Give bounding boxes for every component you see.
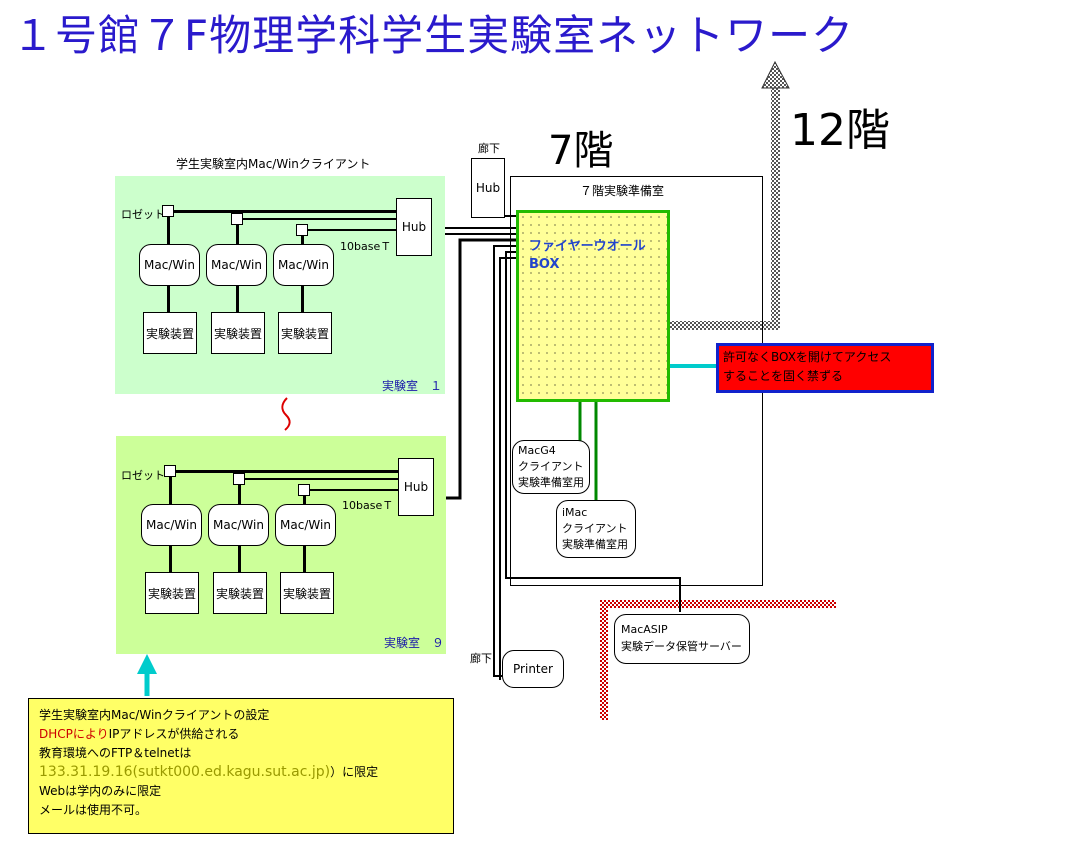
- settings-note: 学生実験室内Mac/Winクライアントの設定 DHCPによりIPアドレスが供給さ…: [28, 698, 454, 834]
- outlet-label: ロゼット: [121, 469, 165, 482]
- device-cable: [236, 284, 239, 314]
- client-mac-win[interactable]: Mac/Win: [206, 244, 267, 286]
- corridor-label-bottom: 廊下: [470, 652, 492, 665]
- drop-cable: [169, 476, 172, 506]
- client-imac[interactable]: iMac クライアント 実験準備室用: [556, 500, 636, 558]
- continuation-squiggle: [281, 397, 291, 431]
- outlet-label: ロゼット: [121, 208, 165, 221]
- device-cable: [303, 544, 306, 574]
- floor-12-label: 12階: [790, 105, 890, 156]
- client-purpose: 実験準備室用: [562, 538, 628, 551]
- uplink-arrowhead: [761, 60, 790, 89]
- red-wall-vertical: [600, 600, 608, 720]
- firewall-label: ファイヤーウオール: [529, 239, 646, 254]
- client-cable: [303, 489, 399, 491]
- warning-line-1: 許可なくBOXを開けてアクセス: [723, 350, 892, 364]
- cable-type-label: 10baseＴ: [340, 240, 392, 253]
- note-line-6: メールは使用不可。: [39, 803, 148, 817]
- client-mac-win[interactable]: Mac/Win: [141, 504, 202, 546]
- page-title: １号館７F物理学科学生実験室ネットワーク: [12, 11, 855, 60]
- backbone-cable: [169, 470, 399, 473]
- room-name: 実験室 １: [382, 379, 443, 393]
- device-cable: [301, 284, 304, 314]
- drop-cable: [238, 485, 241, 506]
- device-cable: [169, 544, 172, 574]
- client-type: クライアント: [562, 522, 628, 535]
- note-line-1: 学生実験室内Mac/Winクライアントの設定: [39, 708, 270, 722]
- uplink-vertical: [771, 86, 780, 330]
- note-arrowhead: [137, 654, 157, 674]
- client-name: iMac: [562, 506, 588, 519]
- backbone-cable: [167, 210, 397, 213]
- note-line-4: 133.31.19.16(sutkt000.ed.kagu.sut.ac.jp)…: [39, 763, 443, 782]
- note-dhcp: DHCPにより: [39, 727, 109, 741]
- outlet-port: [231, 213, 243, 225]
- outlet-port: [233, 473, 245, 485]
- firewall-box[interactable]: ファイヤーウオール BOX: [516, 210, 670, 402]
- experiment-device[interactable]: 実験装置: [280, 572, 334, 614]
- printer[interactable]: Printer: [502, 650, 564, 688]
- client-type: クライアント: [518, 460, 584, 473]
- uplink-horizontal: [670, 321, 780, 330]
- experiment-device[interactable]: 実験装置: [278, 312, 332, 354]
- floor-7-label: 7階: [548, 128, 614, 174]
- room-name: 実験室 ９: [384, 636, 445, 650]
- client-mac-win[interactable]: Mac/Win: [208, 504, 269, 546]
- client-mac-win[interactable]: Mac/Win: [139, 244, 200, 286]
- experiment-device[interactable]: 実験装置: [143, 312, 197, 354]
- client-macg4[interactable]: MacG4 クライアント 実験準備室用: [512, 440, 590, 494]
- drop-cable: [303, 496, 306, 506]
- warning-notice: 許可なくBOXを開けてアクセス することを固く禁ずる: [716, 343, 934, 393]
- corridor-label: 廊下: [478, 142, 500, 155]
- server-name: MacASIP: [621, 623, 668, 636]
- drop-cable: [301, 236, 304, 246]
- note-limit: ）に限定: [330, 765, 379, 779]
- client-mac-win[interactable]: Mac/Win: [273, 244, 334, 286]
- prep-room-label: ７階実験準備室: [580, 184, 665, 198]
- room-hub[interactable]: Hub: [398, 458, 434, 516]
- note-line-5: Webは学内のみに限定: [39, 784, 162, 798]
- warning-line-2: することを固く禁ずる: [723, 369, 844, 383]
- outlet-port: [298, 484, 310, 496]
- experiment-device[interactable]: 実験装置: [211, 312, 265, 354]
- client-cable: [238, 478, 398, 480]
- client-mac-win[interactable]: Mac/Win: [275, 504, 336, 546]
- note-line-3: 教育環境へのFTP＆telnetは: [39, 746, 192, 760]
- client-cable: [301, 229, 397, 231]
- outlet-port: [296, 224, 308, 236]
- data-server[interactable]: MacASIP 実験データ保管サーバー: [614, 614, 750, 664]
- red-wall-horizontal: [600, 600, 836, 608]
- client-purpose: 実験準備室用: [518, 476, 584, 489]
- room-hub[interactable]: Hub: [396, 198, 432, 256]
- client-cable: [236, 218, 396, 220]
- experiment-device[interactable]: 実験装置: [145, 572, 199, 614]
- clients-heading: 学生実験室内Mac/Winクライアント: [176, 157, 371, 171]
- note-line-2: DHCPによりIPアドレスが供給される: [39, 725, 443, 744]
- experiment-device[interactable]: 実験装置: [213, 572, 267, 614]
- device-cable: [238, 544, 241, 574]
- drop-cable: [236, 225, 239, 246]
- corridor-hub[interactable]: Hub: [471, 158, 505, 218]
- cable-type-label: 10baseＴ: [342, 499, 394, 512]
- drop-cable: [167, 216, 170, 246]
- note-ip: IPアドレスが供給される: [108, 727, 240, 741]
- server-purpose: 実験データ保管サーバー: [621, 640, 742, 653]
- note-host: 133.31.19.16(sutkt000.ed.kagu.sut.ac.jp): [39, 764, 331, 780]
- device-cable: [167, 284, 170, 314]
- firewall-label-box: BOX: [529, 257, 560, 272]
- client-name: MacG4: [518, 444, 556, 457]
